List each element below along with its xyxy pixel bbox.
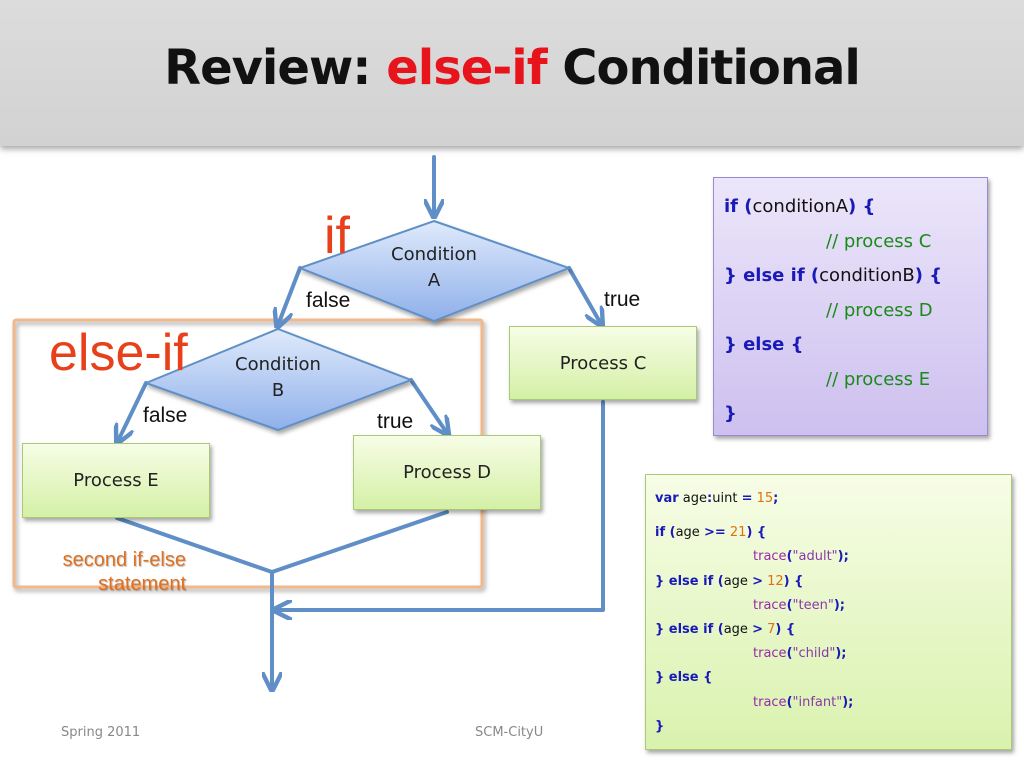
pseudo-line-4: // process D (826, 299, 933, 321)
pseudo-line-1: if (conditionA) { (724, 196, 876, 217)
merge-line-e (115, 516, 274, 574)
pseudo-line-7: } (724, 403, 737, 424)
process-e-box: Process E (22, 443, 210, 518)
code-gap (655, 511, 1011, 521)
code-line-6: } else if (age > 7) { (655, 622, 796, 638)
arrow-a-true (567, 266, 601, 324)
code-line-4: } else if (age > 12) { (655, 573, 804, 589)
pseudo-line-3: } else if (conditionB) { (724, 265, 943, 286)
edge-b-false-label: false (143, 404, 188, 427)
pseudo-line-2: // process C (826, 230, 932, 252)
flow-arrows (115, 155, 605, 688)
note-line2: statement (98, 573, 186, 595)
arrow-b-false (118, 381, 148, 441)
code-line-9: trace("infant"); (753, 694, 854, 710)
code-line-3: trace("adult"); (753, 549, 849, 565)
second-if-else-note: second if-else statement (20, 548, 186, 596)
edge-a-false-label: false (306, 289, 351, 312)
edge-a-true-label: true (604, 288, 641, 311)
code-line-7: trace("child"); (753, 646, 847, 662)
footer-center: SCM-CityU (475, 725, 544, 740)
title-accent: else-if (386, 40, 547, 96)
process-d-box: Process D (353, 435, 541, 510)
example-code-panel: var age:uint = 15; if (age >= 21) { trac… (645, 474, 1012, 750)
else-if-label: else-if (49, 324, 188, 382)
arrow-a-false (278, 266, 302, 325)
edge-b-true-label: true (377, 410, 414, 433)
code-line-8: } else { (655, 670, 713, 686)
slide-title: Review: else-if Conditional (0, 40, 1024, 96)
condition-a-diamond (297, 219, 572, 323)
slide-header: Review: else-if Conditional (0, 0, 1024, 146)
code-line-10: } (655, 718, 665, 734)
condition-a-line2: A (427, 270, 441, 291)
code-line-2: if (age >= 21) { (655, 525, 767, 541)
if-label: if (324, 207, 350, 265)
condition-b-label: Condition B (218, 352, 338, 404)
condition-b-diamond (143, 327, 414, 432)
arrow-b-true (409, 378, 447, 433)
pseudocode-panel: if (conditionA) { // process C } else if… (713, 177, 988, 436)
footer-left: Spring 2011 (61, 725, 141, 740)
pseudo-line-5: } else { (724, 334, 804, 355)
code-line-5: trace("teen"); (753, 597, 845, 613)
pseudo-line-6: // process E (826, 368, 931, 390)
condition-b-line2: B (271, 380, 285, 401)
title-suffix: Conditional (546, 40, 861, 96)
condition-b-line1: Condition (235, 354, 321, 375)
title-prefix: Review: (164, 40, 387, 96)
code-line-1: var age:uint = 15; (655, 491, 779, 506)
note-line1: second if-else (62, 549, 186, 571)
merge-line-d (270, 510, 449, 574)
process-c-box: Process C (509, 326, 697, 400)
condition-a-label: Condition A (374, 242, 494, 294)
condition-a-line1: Condition (391, 244, 477, 265)
return-line-c (276, 400, 605, 610)
